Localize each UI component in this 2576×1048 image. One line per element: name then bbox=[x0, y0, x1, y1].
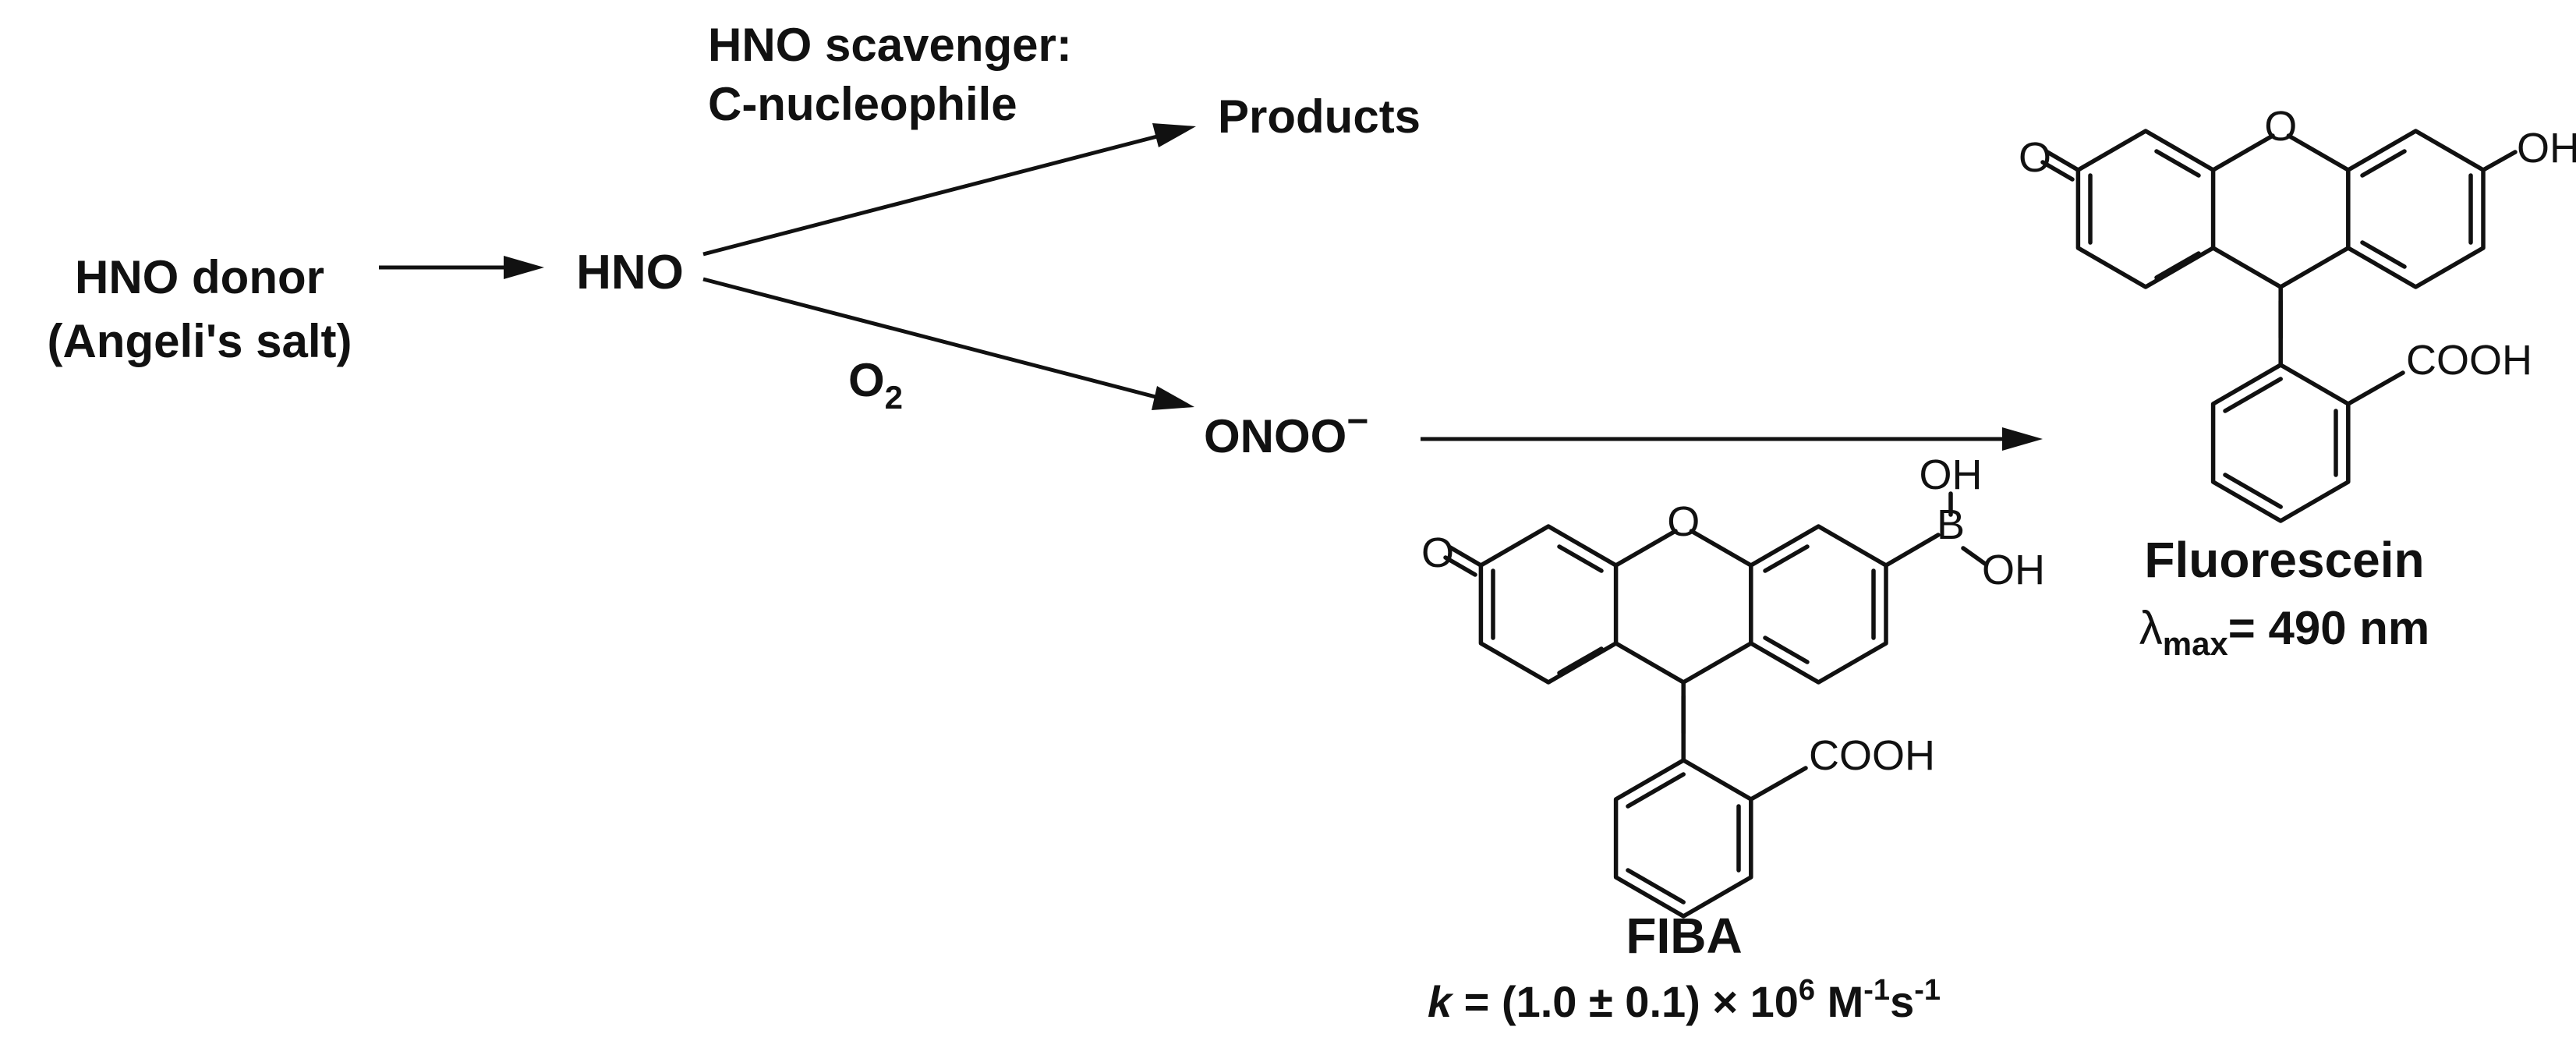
lambda-subscript: max bbox=[2163, 625, 2229, 662]
arrow-peroxynitrite-to-fluorescein bbox=[1421, 427, 2043, 451]
rate-unit-m-exponent: -1 bbox=[1863, 974, 1890, 1007]
rate-k-symbol: k bbox=[1428, 977, 1454, 1026]
rate-unit-s-exponent: -1 bbox=[1914, 974, 1941, 1007]
fluorescein-carboxylic-acid: COOH bbox=[2406, 337, 2532, 384]
fluorescein-structure: O O OH COOH bbox=[2019, 103, 2576, 521]
products-label: Products bbox=[1218, 90, 1421, 143]
arrow-donor-to-hno bbox=[379, 256, 544, 279]
arrow-hno-to-products bbox=[702, 123, 1196, 257]
fiba-name: FIBA bbox=[1626, 908, 1742, 964]
rate-exponent: 6 bbox=[1799, 974, 1815, 1007]
peroxynitrite-main: ONOO bbox=[1204, 410, 1346, 462]
hno-label: HNO bbox=[576, 246, 684, 299]
angelis-salt-label: (Angeli's salt) bbox=[48, 315, 352, 367]
fiba-boron: B bbox=[1937, 501, 1965, 548]
rate-unit-s: s bbox=[1890, 977, 1914, 1026]
fiba-rate-constant: k = (1.0 ± 0.1) × 106 M-1s-1 bbox=[1428, 974, 1941, 1026]
fluorescein-hydroxyl: OH bbox=[2517, 125, 2576, 172]
fiba-hydroxyl-bottom: OH bbox=[1982, 547, 2045, 593]
c-nucleophile-label: C-nucleophile bbox=[708, 78, 1017, 130]
o2-label: O2 bbox=[848, 354, 903, 416]
fluorescein-name: Fluorescein bbox=[2144, 532, 2424, 588]
scavenger-label: HNO scavenger: bbox=[708, 19, 1072, 71]
arrow-hno-to-peroxynitrite bbox=[702, 277, 1194, 410]
o2-subscript: 2 bbox=[885, 379, 903, 416]
fiba-structure: O O B OH OH COOH bbox=[1421, 451, 2045, 916]
fiba-hydroxyl-top: OH bbox=[1920, 451, 1983, 498]
hno-donor-label: HNO donor bbox=[75, 251, 324, 303]
fluorescein-lambda-max: λmax= 490 nm bbox=[2139, 602, 2430, 662]
fiba-carboxylic-acid: COOH bbox=[1809, 732, 1935, 779]
rate-value: = (1.0 ± 0.1) × 10 bbox=[1452, 977, 1799, 1026]
peroxynitrite-charge: − bbox=[1346, 401, 1368, 442]
o2-main: O bbox=[848, 354, 885, 406]
fluorescein-ketone-oxygen: O bbox=[2019, 134, 2051, 181]
lambda-symbol: λ bbox=[2139, 602, 2163, 654]
lambda-value: = 490 nm bbox=[2228, 602, 2430, 654]
fluorescein-ring-oxygen: O bbox=[2264, 103, 2297, 150]
fiba-ketone-oxygen: O bbox=[1421, 529, 1454, 576]
rate-unit-m: M bbox=[1815, 977, 1863, 1026]
fiba-ring-oxygen: O bbox=[1667, 498, 1700, 545]
peroxynitrite-label: ONOO− bbox=[1204, 401, 1368, 462]
